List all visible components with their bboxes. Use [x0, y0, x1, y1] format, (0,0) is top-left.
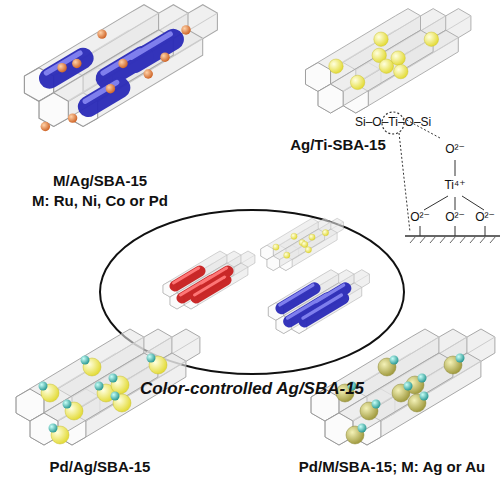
blue-ag-illustration [316, 285, 344, 302]
sample-label: Ag/Ti-SBA-15 [273, 136, 403, 153]
yellow-ag-illustration [284, 252, 290, 258]
ag-ti-sba15-illustration [374, 32, 388, 46]
ag-ti-sba15-illustration [350, 75, 364, 89]
pd-m-sba15-illustration [456, 354, 465, 363]
ag-ti-sba15-illustration [329, 59, 343, 73]
m-ag-sba15-illustration [103, 51, 140, 73]
pd-ag-sba15-illustration [39, 382, 48, 391]
ag-ti-sba15-illustration [394, 64, 408, 78]
pd-ag-sba15-illustration [147, 354, 156, 363]
oxygen-ion: O²⁻ [471, 211, 499, 225]
metal-note: M: Ru, Ni, Co or Pd [5, 192, 195, 209]
m-ag-sba15-illustration [57, 63, 66, 72]
ag-ti-sba15-illustration [391, 51, 405, 65]
yellow-ag-illustration [322, 230, 328, 236]
pd-ag-sba15-illustration [95, 382, 104, 391]
ag-ti-sba15-illustration [329, 32, 439, 90]
oxygen-ion: O²⁻ [440, 143, 470, 157]
yellow-ag-illustration [261, 218, 344, 270]
yellow-ag-illustration [291, 233, 297, 239]
ti-site-callout [455, 226, 456, 236]
central-caption: Color-controlled Ag/SBA-15 [87, 379, 417, 399]
m-ag-sba15-illustration [97, 29, 106, 38]
m-ag-sba15-illustration [41, 122, 50, 131]
blue-ag-illustration [280, 285, 345, 321]
oxygen-ion: O²⁻ [406, 211, 434, 225]
pd-m-sba15-illustration [404, 382, 413, 391]
bond-formula: Si–O–Ti–O–Si [355, 116, 455, 130]
ti-site-callout [455, 160, 456, 176]
pd-m-sba15-illustration [390, 356, 399, 365]
ti-site-callout [399, 133, 410, 232]
m-ag-sba15-illustration [68, 113, 77, 122]
red-ag-illustration [174, 268, 199, 283]
m-ag-sba15-illustration [24, 5, 217, 127]
pd-ag-sba15-illustration [63, 400, 72, 409]
oxygen-ion: O²⁻ [441, 211, 469, 225]
pd-m-sba15-illustration [420, 392, 429, 401]
pd-ag-sba15-illustration [49, 424, 58, 433]
pd-ag-sba15-illustration [111, 392, 120, 401]
m-ag-sba15-illustration [85, 82, 117, 101]
titanium-ion: Ti⁴⁺ [438, 179, 472, 193]
m-ag-sba15-illustration [46, 34, 173, 106]
m-ag-sba15-illustration [143, 69, 152, 78]
pd-m-sba15-illustration [358, 424, 367, 433]
yellow-ag-illustration [309, 234, 315, 240]
ti-site-callout [455, 197, 456, 210]
red-ag-illustration [163, 251, 255, 309]
sample-label: Pd/Ag/SBA-15 [5, 458, 195, 475]
m-ag-sba15-illustration [106, 84, 115, 93]
ti-site-callout [485, 226, 486, 236]
pd-m-sba15-illustration [372, 400, 381, 409]
sample-label: M/Ag/SBA-15 [5, 172, 195, 189]
ti-site-callout [382, 112, 500, 243]
pd-m-sba15-illustration [418, 374, 427, 383]
yellow-ag-illustration [273, 230, 329, 259]
yellow-ag-illustration [302, 241, 308, 247]
pd-m-sba15-illustration [336, 356, 462, 444]
m-ag-sba15-illustration [72, 59, 81, 68]
red-ag-illustration [202, 268, 227, 283]
m-ag-sba15-illustration [160, 52, 169, 61]
red-ag-illustration [174, 268, 229, 298]
red-ag-illustration [163, 251, 255, 309]
m-ag-sba15-illustration [118, 59, 127, 68]
pd-ag-sba15-illustration [81, 356, 90, 365]
pd-ag-sba15-illustration [39, 354, 156, 433]
m-ag-sba15-illustration [41, 25, 191, 131]
yellow-ag-illustration [305, 247, 311, 253]
blue-ag-illustration [268, 270, 369, 334]
blue-ag-illustration [280, 285, 313, 305]
ti-site-callout [424, 196, 448, 210]
ag-ti-sba15-illustration [305, 9, 470, 113]
blue-ag-illustration [268, 270, 369, 334]
ti-site-callout [462, 196, 484, 210]
ag-ti-sba15-illustration [424, 32, 438, 46]
sample-label: Pd/M/SBA-15; M: Ag or Au [285, 458, 499, 475]
yellow-ag-illustration [273, 244, 279, 250]
m-ag-sba15-illustration [181, 25, 190, 34]
ti-site-callout [420, 226, 421, 236]
pd-ag-sba15-illustration [109, 374, 118, 383]
m-ag-sba15-illustration [24, 5, 217, 132]
ag-ti-sba15-illustration [305, 9, 470, 113]
ti-site-callout [410, 236, 496, 243]
pd-ag-sba15-illustration [41, 356, 167, 444]
pd-m-sba15-illustration [348, 354, 465, 433]
yellow-ag-illustration [261, 218, 344, 270]
